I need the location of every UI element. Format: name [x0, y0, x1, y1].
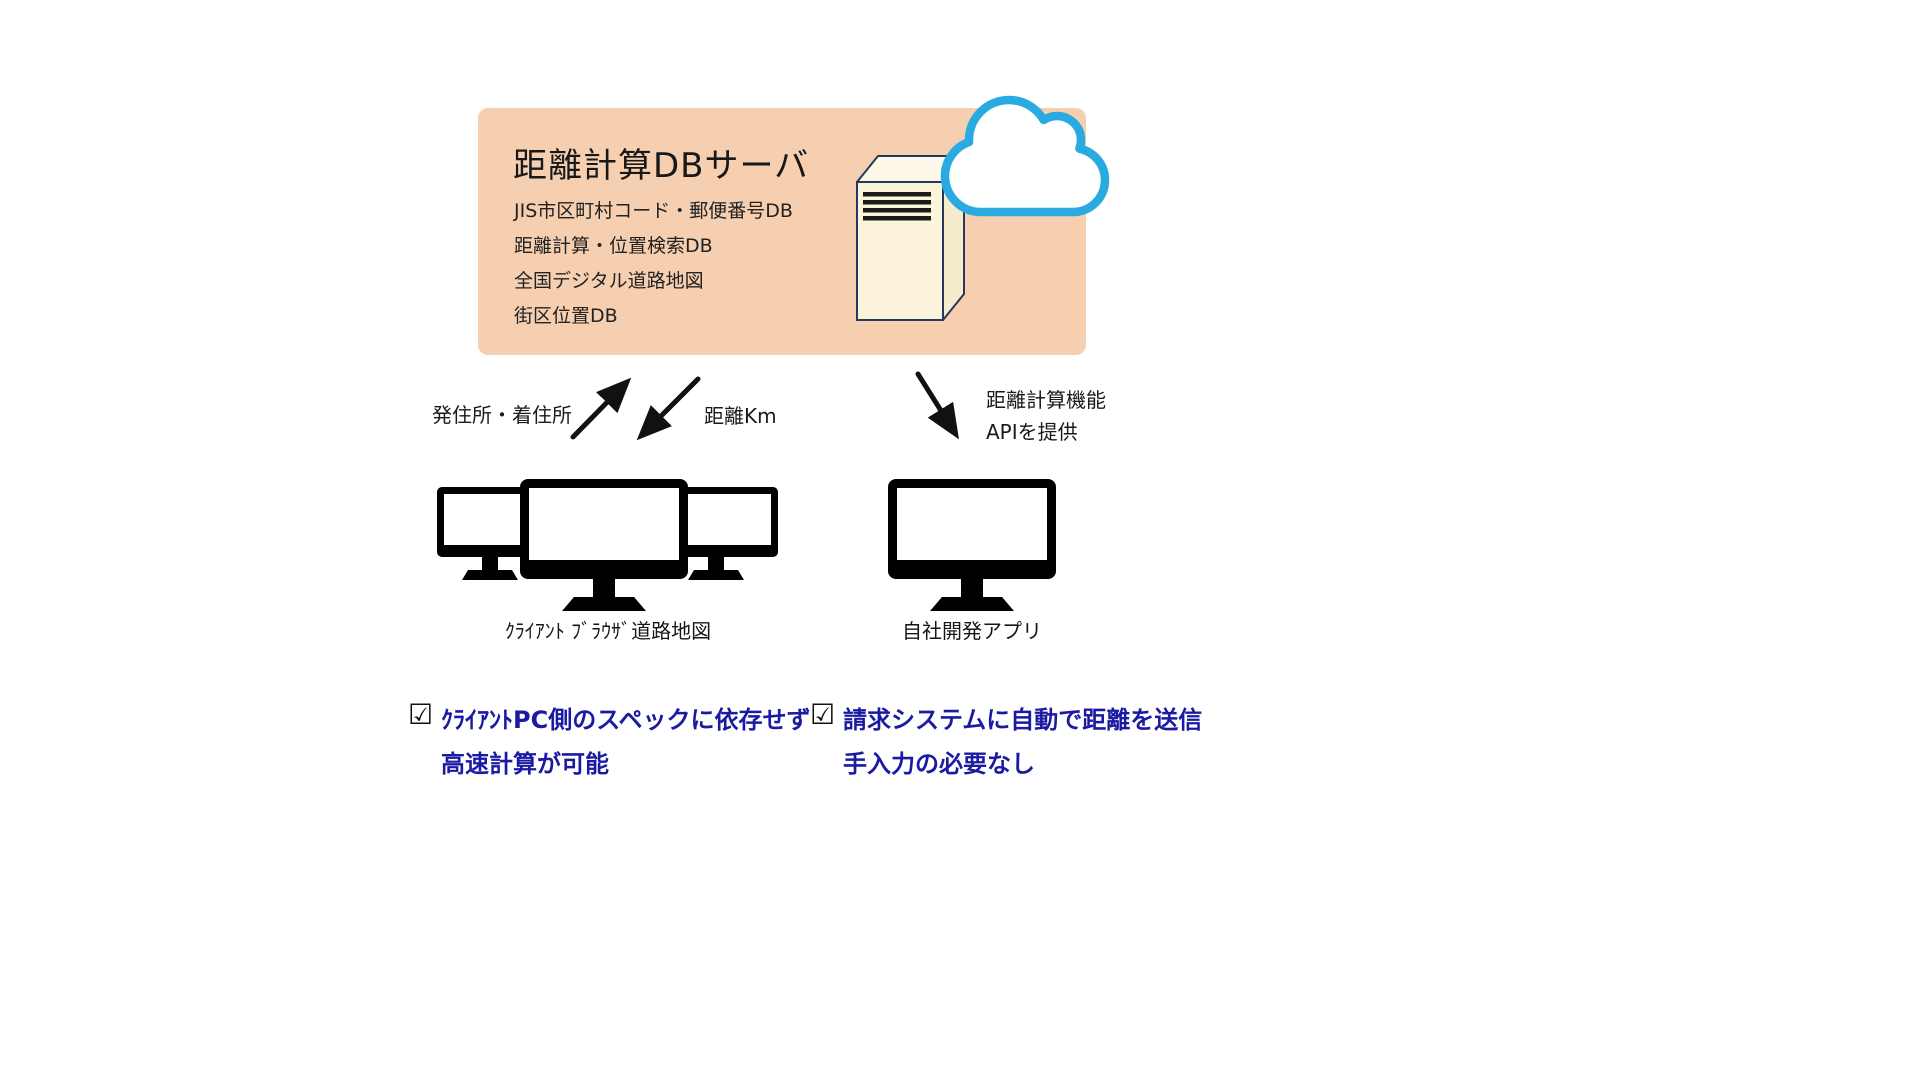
arrow-down-icon — [636, 376, 701, 441]
client-browser-label: ｸﾗｲｱﾝﾄ ﾌﾞﾗｳｻﾞ道路地図 — [504, 619, 712, 643]
client-browser-monitors-icon — [437, 479, 778, 611]
checklist-item-client-spec: ☑ ｸﾗｲｱﾝﾄPC側のスペックに依存せず 高速計算が可能 — [408, 698, 811, 790]
checkbox-icon: ☑ — [810, 698, 836, 731]
server-db-item: 距離計算・位置検索DB — [514, 235, 713, 257]
request-label: 発住所・着住所 — [432, 403, 572, 427]
checklist-item-billing: ☑ 請求システムに自動で距離を送信 手入力の必要なし — [810, 698, 1230, 790]
server-box-title: 距離計算DBサーバ — [513, 146, 810, 186]
server-db-item: 全国デジタル道路地図 — [514, 270, 704, 292]
arrow-api-icon — [915, 371, 959, 440]
response-label: 距離Km — [704, 404, 777, 428]
server-db-item: JIS市区町村コード・郵便番号DB — [514, 200, 793, 222]
app-monitor-icon — [888, 479, 1056, 611]
server-box: 距離計算DBサーバ JIS市区町村コード・郵便番号DB 距離計算・位置検索DB … — [478, 108, 1086, 355]
api-provide-label: APIを提供 — [986, 420, 1078, 444]
checkbox-icon: ☑ — [408, 698, 434, 731]
api-feature-label: 距離計算機能 — [986, 388, 1106, 412]
app-label: 自社開発アプリ — [902, 619, 1042, 643]
arrow-up-icon — [570, 377, 632, 440]
checklist-line: 高速計算が可能 — [441, 750, 609, 778]
checklist-line: 請求システムに自動で距離を送信 — [843, 706, 1203, 734]
server-db-item: 街区位置DB — [514, 305, 618, 327]
checklist-line: 手入力の必要なし — [843, 750, 1035, 778]
checklist-line: ｸﾗｲｱﾝﾄPC側のスペックに依存せず — [441, 706, 811, 734]
